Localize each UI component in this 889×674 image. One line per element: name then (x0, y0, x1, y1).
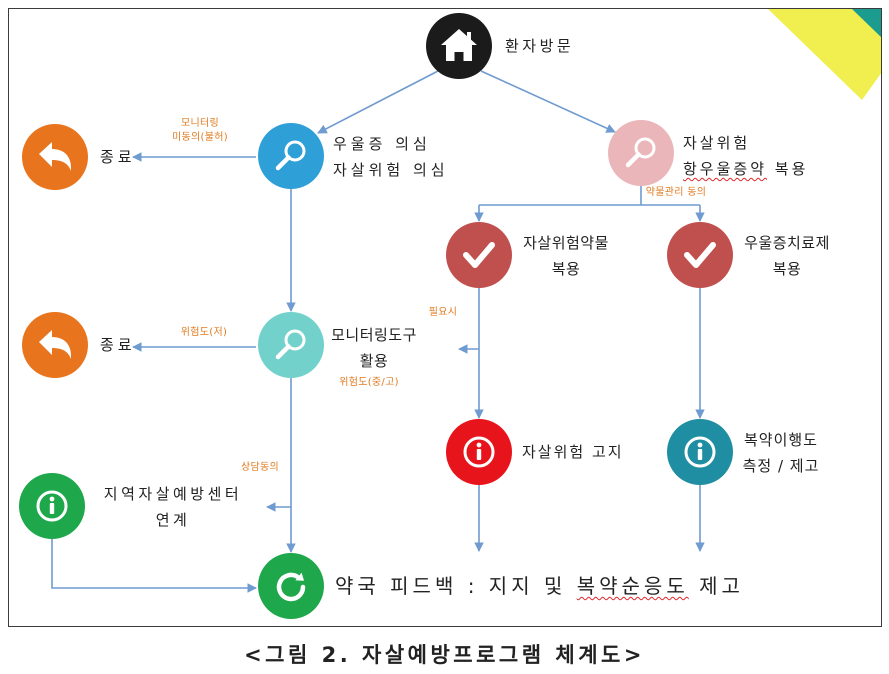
node-end-upper-badge (22, 124, 88, 190)
node-risk-drug-badge (446, 222, 512, 288)
node-label-community-center: 지역자살예방센터 연계 (90, 481, 256, 533)
edge-label-risk-mid-high: 위험도(중/고) (339, 377, 399, 388)
edge-label-monitoring-refused-line1: 모니터링 (181, 118, 219, 129)
node-label-depression-drug: 우울증치료제 복용 (735, 230, 839, 282)
arrow-community-center-to-feedback (51, 539, 257, 593)
node-label-risk-drug-line2: 복용 (551, 260, 581, 278)
diagram-frame (8, 8, 882, 627)
node-label-feedback-start: 약국 피드백 : 지지 및 (335, 574, 577, 598)
underlined-term: 항우울증약 (683, 160, 768, 178)
arrow-visit-to-antidepressant (480, 70, 616, 133)
underlined-term: 복약순응도 (576, 574, 689, 598)
arrow-visit-to-suspect (317, 70, 439, 134)
edge-label-monitoring-refused-line2: 미동의(불허) (172, 132, 228, 143)
node-label-antidepressant-line2-rest: 복용 (767, 160, 809, 178)
node-feedback-badge (258, 553, 324, 619)
node-label-adherence-line2: 측정 / 제고 (742, 457, 820, 475)
node-label-suspect-line1: 우울증 의심 (333, 135, 431, 153)
node-antidepressant-badge (608, 120, 674, 186)
node-label-suspect: 우울증 의심 자살위험 의심 (333, 131, 449, 183)
node-label-risk-drug-line1: 자살위험약물 (523, 234, 609, 252)
edge-label-monitoring-refused: 모니터링 미동의(불허) (158, 117, 242, 145)
node-label-risk-notice: 자살위험 고지 (522, 443, 624, 461)
node-label-monitoring-tool-line1: 모니터링도구 (331, 326, 417, 344)
node-label-adherence-line1: 복약이행도 (743, 431, 818, 449)
corner-accent-yellow (768, 9, 882, 100)
node-label-monitoring-tool-line2: 활용 (359, 352, 389, 370)
figure-caption: <그림 2. 자살예방프로그램 체계도> (244, 643, 645, 667)
node-label-community-center-line1: 지역자살예방센터 (103, 485, 243, 503)
corner-accent-teal (852, 9, 882, 38)
node-label-depression-drug-line1: 우울증치료제 (744, 234, 830, 252)
node-label-risk-drug: 자살위험약물 복용 (514, 230, 618, 282)
node-monitoring-tool-badge (258, 312, 324, 378)
node-label-end-lower: 종료 (100, 336, 136, 354)
node-label-adherence: 복약이행도 측정 / 제고 (733, 427, 829, 479)
node-community-center-badge (19, 473, 85, 539)
edge-label-medication-consent: 약물관리 동의 (645, 187, 707, 198)
node-label-feedback: 약국 피드백 : 지지 및 복약순응도 제고 (335, 572, 744, 600)
node-label-antidepressant-line1: 자살위험 (683, 134, 751, 152)
node-label-antidepressant: 자살위험 항우울증약 복용 (683, 130, 808, 182)
node-end-lower-badge (22, 312, 88, 378)
node-label-end-upper: 종료 (100, 148, 136, 166)
edge-label-risk-low: 위험도(저) (180, 327, 228, 338)
node-label-antidepressant-line2: 항우울증약 복용 (683, 156, 808, 182)
node-label-community-center-line2: 연계 (155, 511, 191, 529)
node-suspect-badge (258, 123, 324, 189)
edge-label-if-needed: 필요시 (428, 307, 458, 318)
node-risk-notice-badge (446, 419, 512, 485)
node-label-feedback-end: 제고 (688, 574, 744, 598)
node-label-monitoring-tool: 모니터링도구 활용 (322, 322, 426, 374)
node-adherence-badge (667, 419, 733, 485)
node-label-depression-drug-line2: 복용 (772, 260, 802, 278)
node-depression-drug-badge (667, 222, 733, 288)
node-patient-visit-badge (426, 13, 492, 79)
edge-label-counsel-consent: 상담동의 (241, 462, 279, 473)
node-label-suspect-line2: 자살위험 의심 (333, 161, 449, 179)
node-label-patient-visit: 환자방문 (505, 37, 575, 55)
